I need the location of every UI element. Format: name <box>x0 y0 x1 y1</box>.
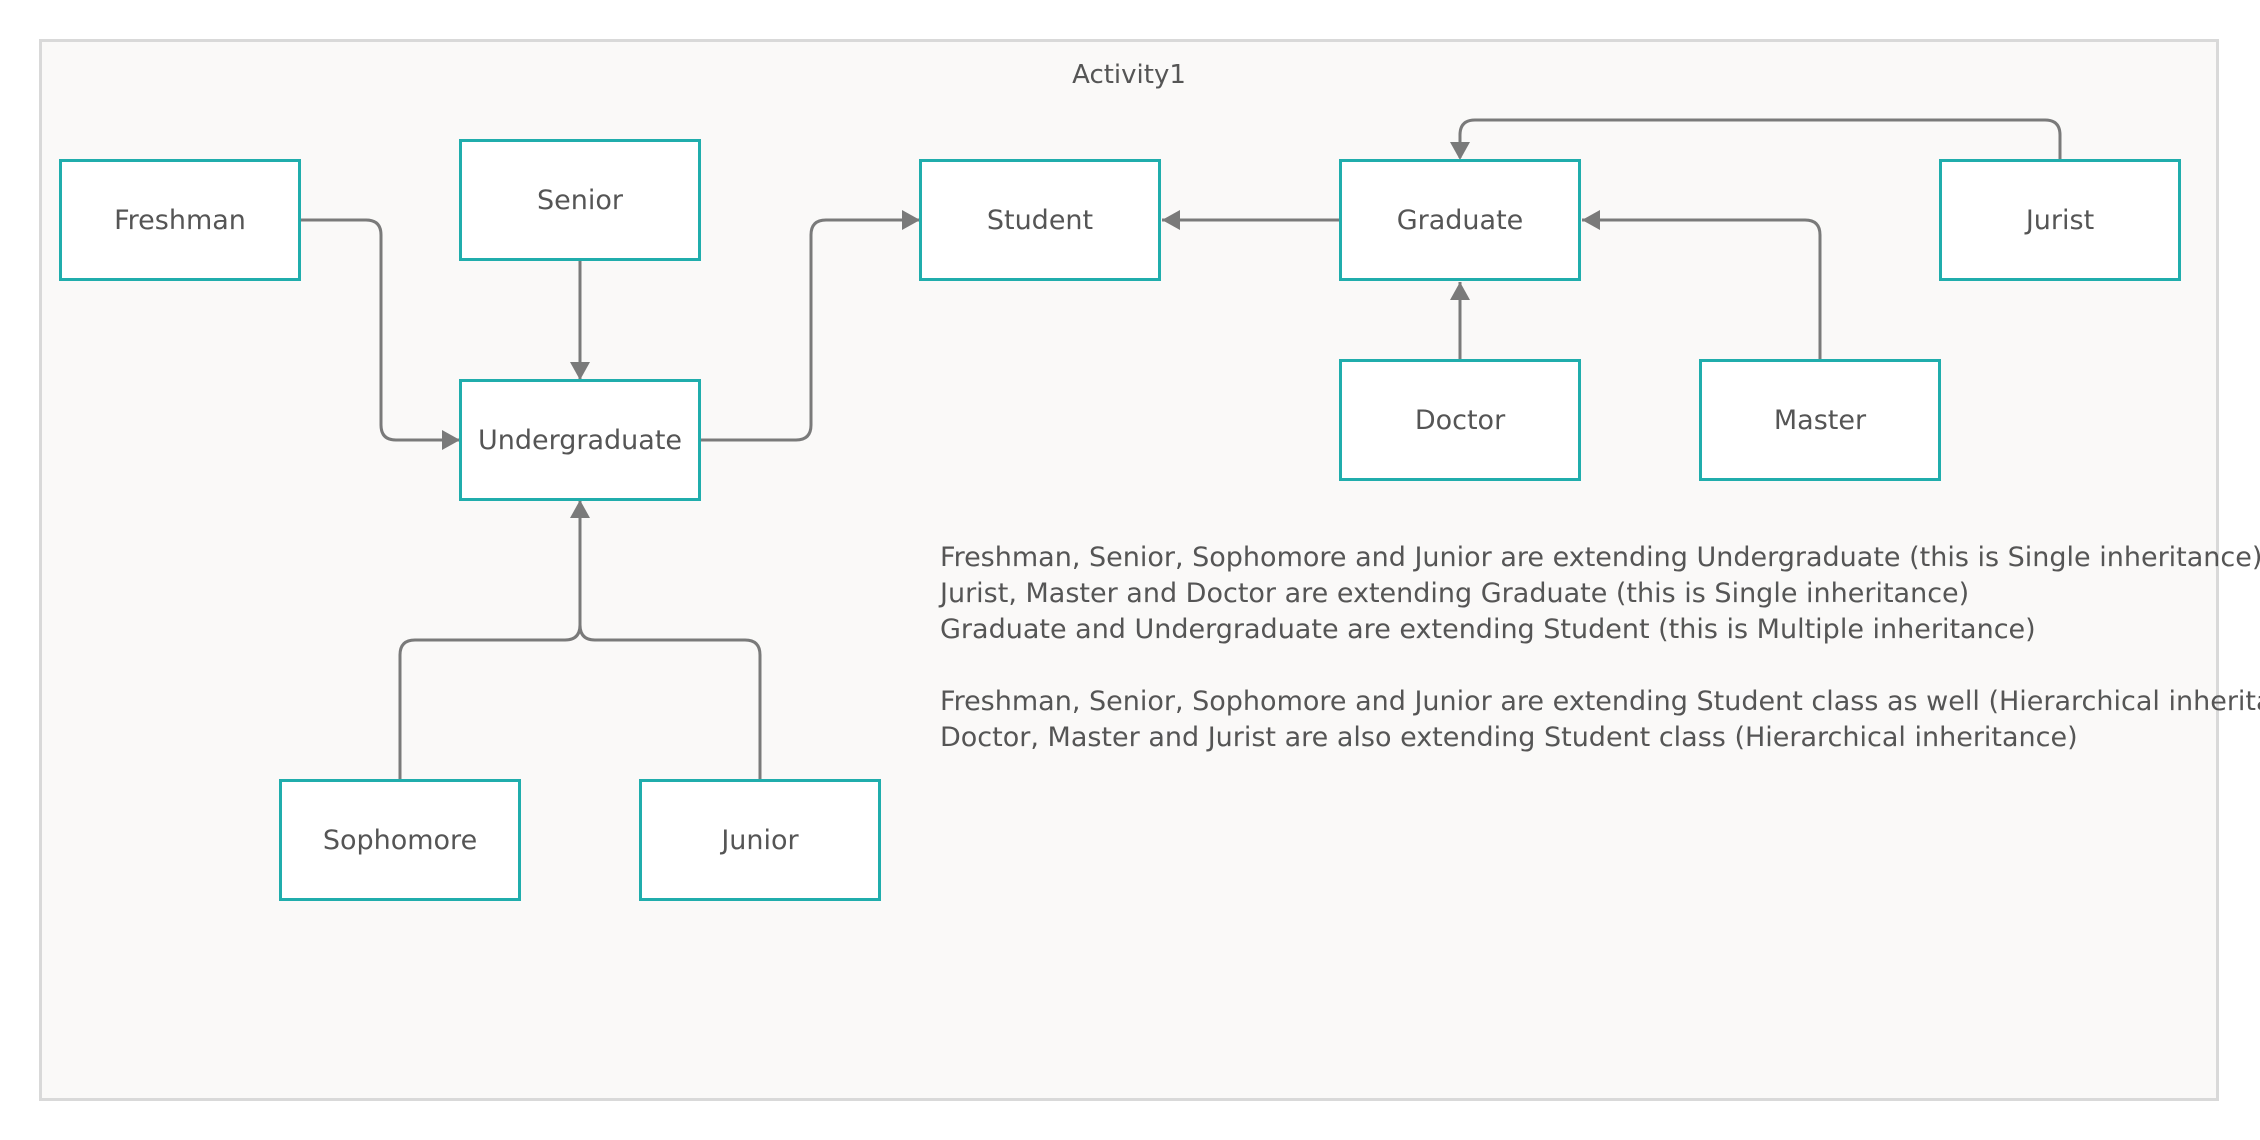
edge-junior-undergraduate <box>578 500 762 780</box>
notes-text-block: Freshman, Senior, Sophomore and Junior a… <box>940 540 2260 756</box>
node-graduate[interactable]: Graduate <box>1339 159 1581 281</box>
arrowhead-student-right <box>1162 210 1180 230</box>
node-senior[interactable]: Senior <box>459 139 701 261</box>
edge-undergraduate-student <box>700 218 920 442</box>
node-label: Freshman <box>114 204 246 236</box>
node-label: Undergraduate <box>477 424 683 456</box>
arrowhead-graduate-top <box>1450 142 1470 160</box>
node-jurist[interactable]: Jurist <box>1939 159 2181 281</box>
node-label: Junior <box>721 824 799 856</box>
node-undergraduate[interactable]: Undergraduate <box>459 379 701 501</box>
node-student[interactable]: Student <box>919 159 1161 281</box>
node-doctor[interactable]: Doctor <box>1339 359 1581 481</box>
node-freshman[interactable]: Freshman <box>59 159 301 281</box>
arrowhead-undergraduate-bottom <box>570 500 590 518</box>
edge-master-graduate <box>1582 218 1822 360</box>
node-label: Jurist <box>2025 204 2095 236</box>
note-line: Graduate and Undergraduate are extending… <box>940 614 2036 645</box>
node-label: Master <box>1773 404 1867 436</box>
note-line: Doctor, Master and Jurist are also exten… <box>940 722 2078 753</box>
note-line: Freshman, Senior, Sophomore and Junior a… <box>940 686 2260 717</box>
note-line <box>940 648 2260 684</box>
node-label: Graduate <box>1396 204 1524 236</box>
note-line: Freshman, Senior, Sophomore and Junior a… <box>940 542 2260 573</box>
arrowhead-graduate-right <box>1582 210 1600 230</box>
node-label: Doctor <box>1414 404 1506 436</box>
node-master[interactable]: Master <box>1699 359 1941 481</box>
arrowhead-undergraduate-left <box>442 430 460 450</box>
node-sophomore[interactable]: Sophomore <box>279 779 521 901</box>
node-label: Senior <box>537 184 623 216</box>
arrowhead-undergraduate-top <box>570 362 590 380</box>
node-junior[interactable]: Junior <box>639 779 881 901</box>
edge-jurist-graduate <box>1458 118 2062 160</box>
note-line: Jurist, Master and Doctor are extending … <box>940 578 1970 609</box>
node-label: Sophomore <box>322 824 478 856</box>
node-label: Student <box>986 204 1094 236</box>
diagram-title: Activity1 <box>1072 60 1186 90</box>
edge-freshman-undergraduate <box>300 218 460 442</box>
arrowhead-graduate-bottom <box>1450 282 1470 300</box>
edge-sophomore-undergraduate <box>398 500 582 780</box>
arrowhead-student-left <box>902 210 920 230</box>
